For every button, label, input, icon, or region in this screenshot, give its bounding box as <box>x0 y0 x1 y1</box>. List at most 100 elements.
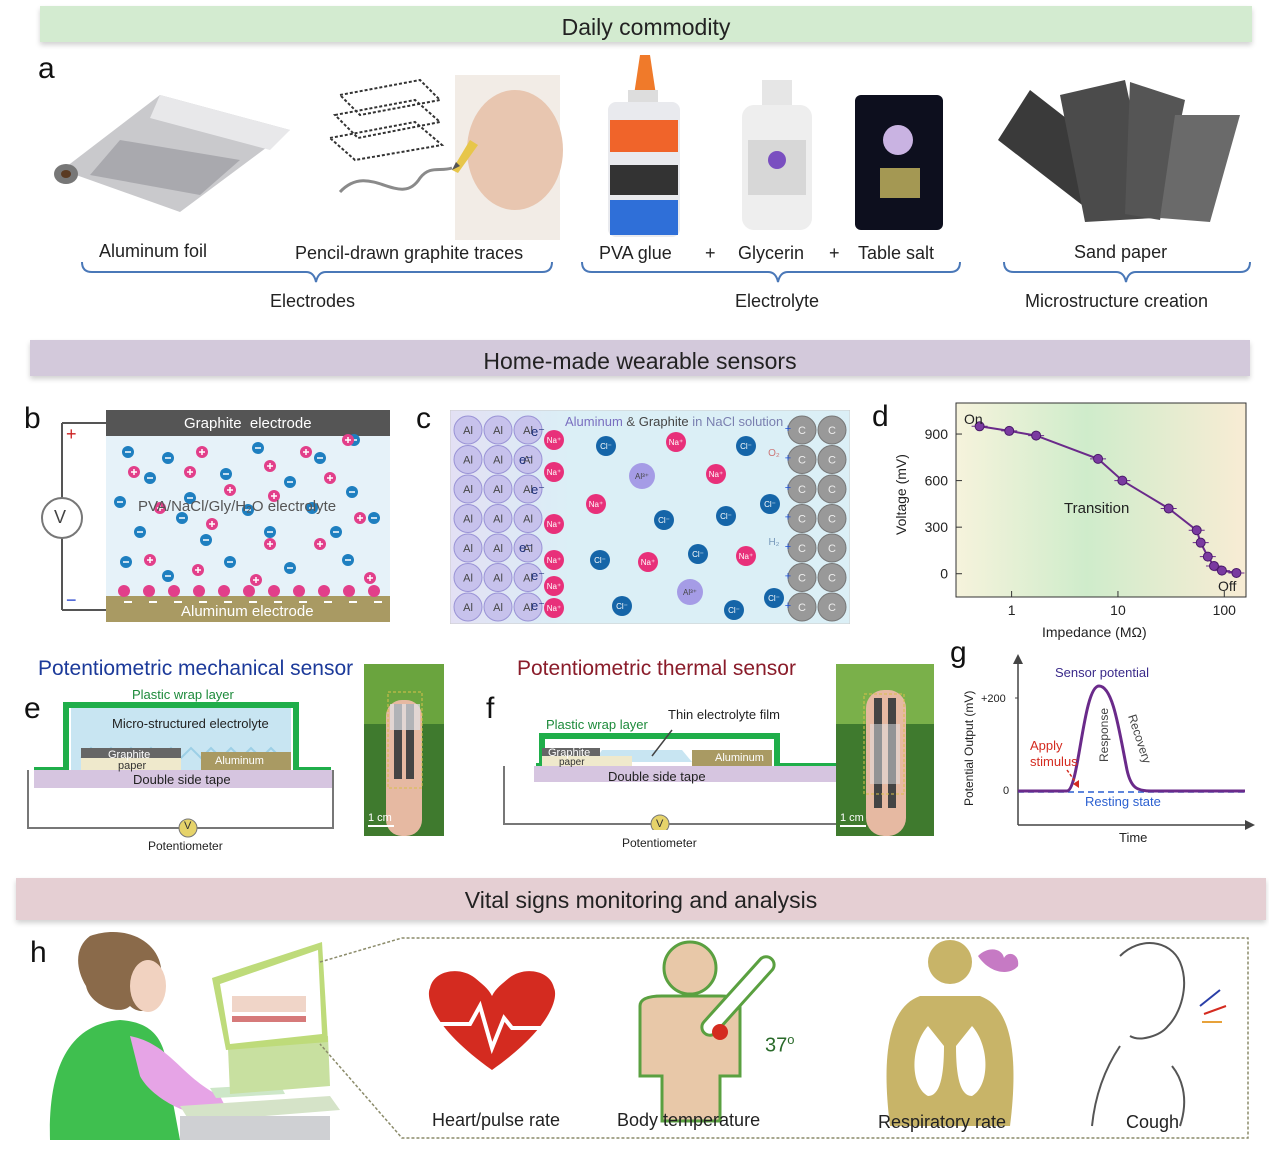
banner-homemade-sensors: Home-made wearable sensors <box>30 340 1250 376</box>
resting-state-label: Resting state <box>1085 794 1161 809</box>
f-graphite-label: Graphite <box>548 747 591 759</box>
cough-icon <box>1091 942 1227 1127</box>
panel-letter-g: g <box>950 636 967 669</box>
aluminum-atom <box>483 504 513 533</box>
positive-charge: + <box>785 512 791 524</box>
f-aluminum-label: Aluminum <box>715 752 764 764</box>
panel-c-title-amp: & <box>626 414 636 429</box>
carbon-atom-label: C <box>828 602 836 614</box>
aluminum-atom <box>513 533 543 563</box>
aluminum-electrode-label: Aluminum electrode <box>181 603 314 620</box>
sodium-ion <box>544 598 564 618</box>
e-graphite-label: Graphite <box>108 749 151 761</box>
electron-label: e⁻ <box>519 540 533 555</box>
carbon-atom-label: C <box>828 573 836 585</box>
plus-sign-2: + <box>829 243 840 263</box>
person-at-computer-image <box>49 931 340 1140</box>
aluminum-atom <box>483 474 513 504</box>
sodium-ion <box>544 430 564 450</box>
data-point <box>1031 430 1042 441</box>
chloride-ion-label: Cl⁻ <box>768 594 780 603</box>
interface-cation <box>193 585 205 597</box>
aluminum-atom <box>483 445 513 474</box>
sodium-ion-label: Na⁺ <box>547 604 561 613</box>
aluminum-atom-label: Al <box>463 573 473 585</box>
x-tick-label: 10 <box>1110 602 1126 618</box>
interface-cation <box>368 585 380 597</box>
data-point <box>1202 551 1213 562</box>
sodium-ion-label: Na⁺ <box>709 470 723 479</box>
f-potentiometer-label: Potentiometer <box>622 836 697 850</box>
aluminum-atom <box>453 445 483 474</box>
carbon-atom <box>787 474 817 504</box>
aluminum-atom-label: Al <box>493 484 503 496</box>
data-point <box>1216 565 1227 576</box>
sodium-ion <box>736 546 756 566</box>
aluminum-atom-label: Al <box>523 543 533 555</box>
carbon-atom <box>787 445 817 474</box>
sodium-ion <box>544 576 564 596</box>
f-wrap-label: Plastic wrap layer <box>546 717 648 732</box>
panel-c-title-al: Aluminum <box>565 414 623 429</box>
aluminum-electrode <box>106 596 390 622</box>
panel-c-title-rest: in NaCl solution <box>692 414 784 429</box>
positive-charge: + <box>785 453 791 465</box>
label-electrolyte: Electrolyte <box>735 291 820 311</box>
chloride-ion-label: Cl⁻ <box>764 500 776 509</box>
carbon-atom <box>817 474 847 504</box>
data-point <box>1004 425 1015 436</box>
sodium-ion-label: Na⁺ <box>547 436 561 445</box>
carbon-atom-label: C <box>828 543 836 555</box>
data-point <box>1195 537 1206 548</box>
e-electrolyte-label: Micro-structured electrolyte <box>112 716 269 731</box>
tape-layer <box>34 770 332 788</box>
interface-cation <box>318 585 330 597</box>
panel-c-title-graphite: Graphite <box>638 414 689 429</box>
carbon-atom-label: C <box>798 543 806 555</box>
ion-particles <box>114 434 382 603</box>
sodium-ion <box>544 462 564 482</box>
carbon-atom <box>817 592 847 622</box>
transition-label: Transition <box>1064 500 1129 517</box>
interface-cation <box>243 585 255 597</box>
aluminum-atom <box>483 563 513 592</box>
x-axis-label: Impedance (MΩ) <box>1042 624 1147 640</box>
glycerin-image <box>742 80 812 230</box>
carbon-atom <box>787 563 817 592</box>
hydrogen-label: H₂ <box>768 537 779 548</box>
aluminum-atom <box>453 563 483 592</box>
interface-cation <box>218 585 230 597</box>
chloride-ion-label: Cl⁻ <box>720 512 732 521</box>
aluminum-atom <box>453 533 483 563</box>
e-tape-label: Double side tape <box>133 772 231 787</box>
temperature-degree: o <box>787 1032 795 1047</box>
graphite-layer <box>81 748 181 758</box>
carbon-atom <box>817 445 847 474</box>
electron-label: e⁻ <box>531 598 545 613</box>
carbon-atom-label: C <box>798 425 806 437</box>
label-pva-glue: PVA glue <box>599 243 672 263</box>
carbon-atom-label: C <box>798 455 806 467</box>
chloride-ion-label: Cl⁻ <box>594 556 606 565</box>
panel-c-title: Aluminum & Graphite in NaCl solution <box>565 414 783 429</box>
aluminum-atom <box>513 415 543 445</box>
carbon-atom-label: C <box>798 484 806 496</box>
positive-terminal: + <box>66 424 77 444</box>
aluminum-ion-label: Al³⁺ <box>635 472 649 481</box>
sodium-ion <box>666 432 686 452</box>
plus-sign-1: + <box>705 243 716 263</box>
data-point <box>1191 525 1202 536</box>
panel-h-scene <box>49 931 1249 1140</box>
panel-letter-e: e <box>24 692 41 725</box>
sodium-ion-label: Na⁺ <box>641 558 655 567</box>
aluminum-atom-label: Al <box>493 425 503 437</box>
panel-letter-a: a <box>38 52 55 85</box>
aluminum-atom <box>453 474 483 504</box>
recovery-label: Recovery <box>1125 713 1154 766</box>
label-microstructure: Microstructure creation <box>1025 291 1209 311</box>
carbon-atom <box>817 504 847 533</box>
label-electrodes: Electrodes <box>270 291 356 311</box>
e-paper-label: paper <box>118 760 147 772</box>
